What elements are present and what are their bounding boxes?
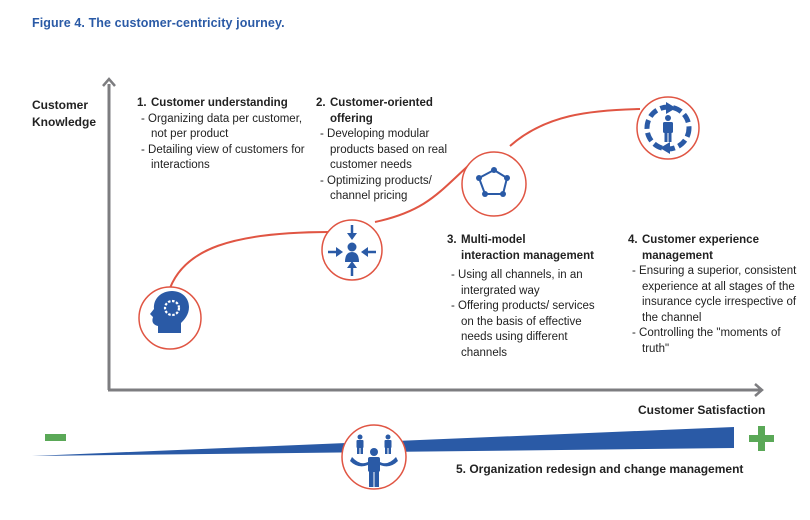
step-2-number: 2. [316,97,326,109]
step-4-heading: 4. Customer experience management [628,233,808,264]
step-4-bullets: Ensuring a superior, consistent experien… [628,264,808,357]
step1-icon-circle [138,286,202,350]
person-arrows-converging-icon [328,225,376,276]
minus-icon [45,434,66,441]
step-2-title: Customer-oriented [330,97,433,109]
plus-icon [749,426,774,451]
step-1-heading: 1. Customer understanding [137,96,312,112]
step-2-bullets: Developing modular products based on rea… [316,127,461,205]
step-2-heading: 2. Customer-oriented offering [316,96,461,127]
step-3: 3. Multi-model interaction management Usi… [447,233,607,361]
step-3-title: Multi-model [461,234,526,246]
step-1-title: Customer understanding [151,97,288,109]
step-2-title-cont: offering [330,112,373,125]
people-organization-icon [350,434,398,487]
step-3-title-cont: interaction management [461,249,594,262]
head-gear-icon [150,291,189,333]
step-4-title-cont: management [642,249,713,262]
pentagon-network-icon [476,167,510,197]
person-cycle-icon [644,102,692,154]
step-1-bullets: Organizing data per customer, not per pr… [137,112,312,174]
step-4-number: 4. [628,234,638,246]
y-axis-label-line2: Knowledge [32,115,97,129]
step4-icon-circle [636,96,700,160]
step-1-number: 1. [137,97,147,109]
x-axis-arrowhead [754,383,764,397]
step-5-label: 5. Organization redesign and change mana… [456,462,744,476]
step-3-bullets: Using all channels, in an intergrated wa… [447,268,607,361]
x-axis-label: Customer Satisfaction [638,403,766,417]
bullet: Using all channels, in an intergrated wa… [451,268,607,299]
bullet: Organizing data per customer, not per pr… [141,112,312,143]
bullet: Ensuring a superior, consistent experien… [632,264,808,326]
y-axis-label: Customer Knowledge [32,97,96,131]
y-axis-arrowhead [102,77,116,87]
step-3-heading: 3. Multi-model interaction management [447,233,607,264]
bullet: Controlling the "moments of truth" [632,326,808,357]
step-4-title: Customer experience [642,234,759,246]
bullet: Offering products/ services on the basis… [451,299,607,361]
org-icon-circle [341,424,407,490]
bullet: Developing modular products based on rea… [320,127,461,174]
step-3-number: 3. [447,234,457,246]
bullet: Optimizing products/ channel pricing [320,174,461,205]
figure-title: Figure 4. The customer-centricity journe… [32,16,285,30]
bullet: Detailing view of customers for interact… [141,143,312,174]
step3-icon-circle [461,151,527,217]
step-4: 4. Customer experience management Ensurin… [628,233,808,357]
y-axis-label-line1: Customer [32,98,89,112]
step2-icon-circle [321,219,383,281]
step-1: 1. Customer understanding Organizing data… [137,96,312,174]
step-2: 2. Customer-oriented offering Developing … [316,96,461,205]
